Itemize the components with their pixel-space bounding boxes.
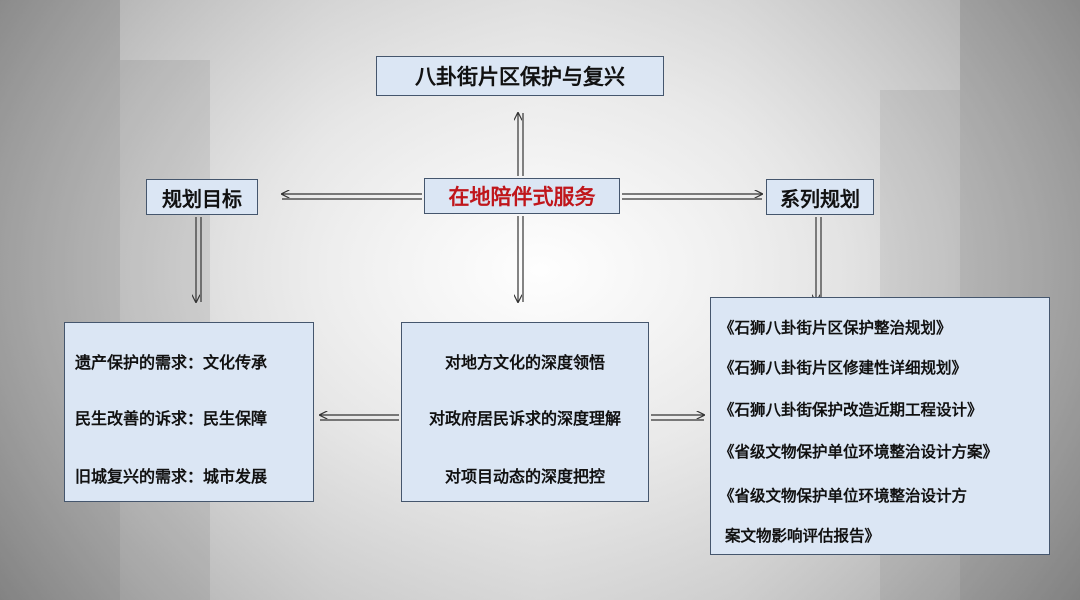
plan-item: 《省级文物保护单位环境整治设计方 — [719, 487, 968, 505]
center-service-box: 在地陪伴式服务 — [424, 178, 620, 214]
plan-item: 《石狮八卦街保护改造近期工程设计》 — [719, 401, 983, 419]
series-plans-title: 系列规划 — [780, 186, 860, 211]
planning-goals-title: 规划目标 — [162, 186, 242, 211]
understanding-item: 对地方文化的深度领悟 — [444, 353, 605, 372]
planning-goals-box: 规划目标 — [146, 179, 258, 215]
main-title: 八卦街片区保护与复兴 — [415, 65, 625, 89]
center-service-title: 在地陪伴式服务 — [448, 185, 596, 209]
series-plans-box: 系列规划 — [766, 179, 874, 215]
plan-item: 《石狮八卦街片区修建性详细规划》 — [719, 359, 968, 377]
plan-item: 《石狮八卦街片区保护整治规划》 — [719, 319, 952, 337]
goals-panel: 遗产保护的需求：文化传承 民生改善的诉求：民生保障 旧城复兴的需求：城市发展 — [64, 322, 314, 502]
plan-item-continued: 案文物影响评估报告》 — [725, 527, 881, 545]
understanding-panel: 对地方文化的深度领悟 对政府居民诉求的深度理解 对项目动态的深度把控 — [401, 322, 649, 502]
goal-item: 民生改善的诉求：民生保障 — [75, 409, 268, 428]
goal-item: 遗产保护的需求：文化传承 — [75, 353, 268, 372]
understanding-item: 对项目动态的深度把控 — [444, 467, 605, 486]
understanding-item: 对政府居民诉求的深度理解 — [428, 409, 621, 428]
main-title-box: 八卦街片区保护与复兴 — [376, 56, 664, 96]
goal-item: 旧城复兴的需求：城市发展 — [75, 467, 268, 486]
plans-panel: 《石狮八卦街片区保护整治规划》 《石狮八卦街片区修建性详细规划》 《石狮八卦街保… — [710, 297, 1050, 555]
plan-item: 《省级文物保护单位环境整治设计方案》 — [719, 443, 999, 461]
